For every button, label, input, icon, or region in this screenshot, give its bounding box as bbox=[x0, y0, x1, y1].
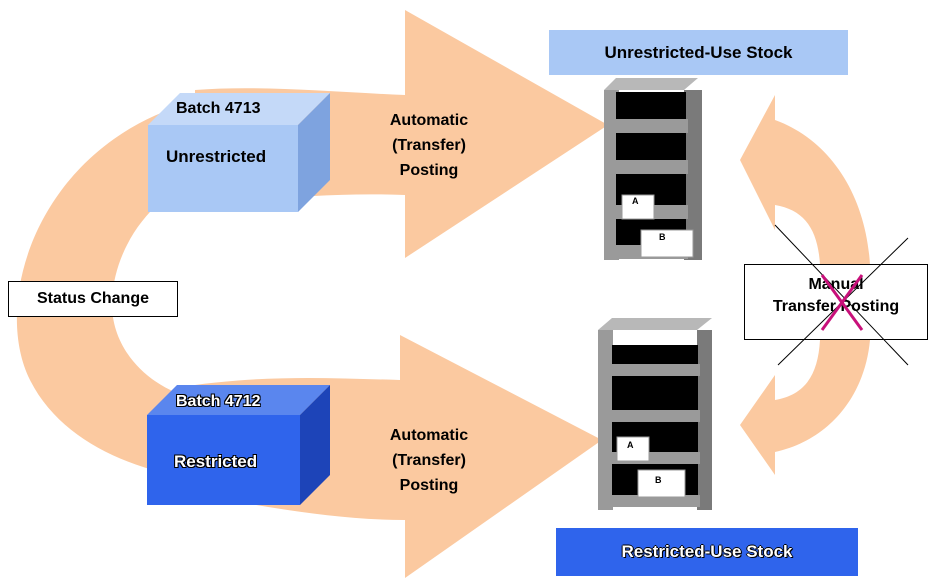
top-posting-label: Automatic (Transfer) Posting bbox=[374, 108, 484, 183]
batch-4713-title: Batch 4713 bbox=[176, 100, 261, 117]
manual-arrow-upper bbox=[740, 95, 870, 265]
bottom-posting-line1: Automatic bbox=[389, 427, 469, 444]
bottom-posting-line3: Posting bbox=[399, 477, 459, 494]
top-posting-line2: (Transfer) bbox=[392, 137, 466, 154]
batch-4712-title: Batch 4712 bbox=[176, 393, 261, 410]
manual-transfer-box: Manual Transfer Posting bbox=[744, 264, 928, 340]
bottom-posting-line2: (Transfer) bbox=[392, 452, 466, 469]
top-posting-line1: Automatic bbox=[389, 112, 469, 129]
lower-box-b-label: B bbox=[655, 475, 662, 485]
status-change-label: Status Change bbox=[8, 281, 178, 317]
manual-transfer-text: Manual Transfer Posting bbox=[745, 274, 927, 318]
unrestricted-stock-label: Unrestricted-Use Stock bbox=[549, 30, 848, 75]
lower-box-a-label: A bbox=[627, 440, 634, 450]
manual-line2: Transfer Posting bbox=[772, 298, 900, 315]
manual-arrow-lower bbox=[740, 340, 870, 475]
unrestricted-shelf bbox=[604, 78, 702, 260]
upper-box-b-label: B bbox=[659, 232, 666, 242]
batch-4713-status: Unrestricted bbox=[166, 147, 267, 166]
restricted-shelf bbox=[598, 318, 712, 510]
batch-4712-status: Restricted bbox=[174, 452, 258, 471]
bottom-posting-label: Automatic (Transfer) Posting bbox=[374, 423, 484, 498]
manual-line1: Manual bbox=[808, 276, 864, 293]
batch-4713-box bbox=[148, 93, 330, 212]
batch-4712-box bbox=[147, 385, 330, 505]
restricted-stock-label: Restricted-Use Stock bbox=[556, 528, 858, 576]
top-posting-line3: Posting bbox=[399, 162, 459, 179]
upper-box-a-label: A bbox=[632, 196, 639, 206]
